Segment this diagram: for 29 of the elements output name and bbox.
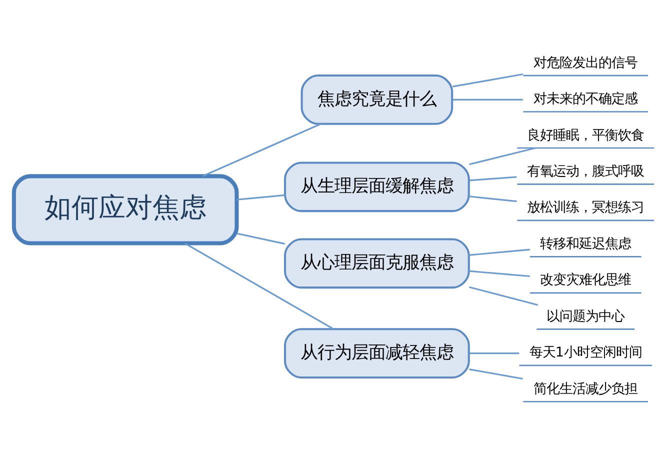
node-text: 对未来的不确定感 xyxy=(534,92,638,107)
connector xyxy=(236,194,285,200)
connector xyxy=(469,352,520,354)
node-text: 每天1小时空闲时间 xyxy=(529,345,642,360)
connector xyxy=(469,176,517,181)
node-box: 从心理层面克服焦虑 xyxy=(284,238,470,288)
connector xyxy=(452,72,524,87)
node-box: 从生理层面缓解焦虑 xyxy=(284,161,470,212)
connector xyxy=(469,146,536,165)
node-text: 以问题为中心 xyxy=(546,308,625,324)
node-text: 有氧运动，腹式呼吸 xyxy=(527,164,644,180)
connector xyxy=(469,368,523,380)
node-box: 从行为层面减轻焦虑 xyxy=(284,328,470,378)
node-text: 良好睡眠，平衡饮食 xyxy=(527,128,644,143)
connector xyxy=(452,98,523,100)
connector xyxy=(469,270,530,277)
connector xyxy=(184,242,334,330)
node-text: 简化生活减少负担 xyxy=(534,381,638,396)
connector xyxy=(236,232,285,244)
node-box: 焦虑究竟是什么 xyxy=(300,74,454,124)
connector xyxy=(469,248,530,256)
connector xyxy=(202,122,322,176)
connector xyxy=(469,286,538,306)
node-box: 如何应对焦虑 xyxy=(12,174,239,245)
connector xyxy=(469,195,517,202)
node-text: 放松训练，冥想练习 xyxy=(527,200,644,216)
node-text: 改变灾难化思维 xyxy=(540,272,632,288)
node-text: 对危险发出的信号 xyxy=(534,55,638,70)
node-text: 转移和延迟焦虑 xyxy=(540,236,632,252)
